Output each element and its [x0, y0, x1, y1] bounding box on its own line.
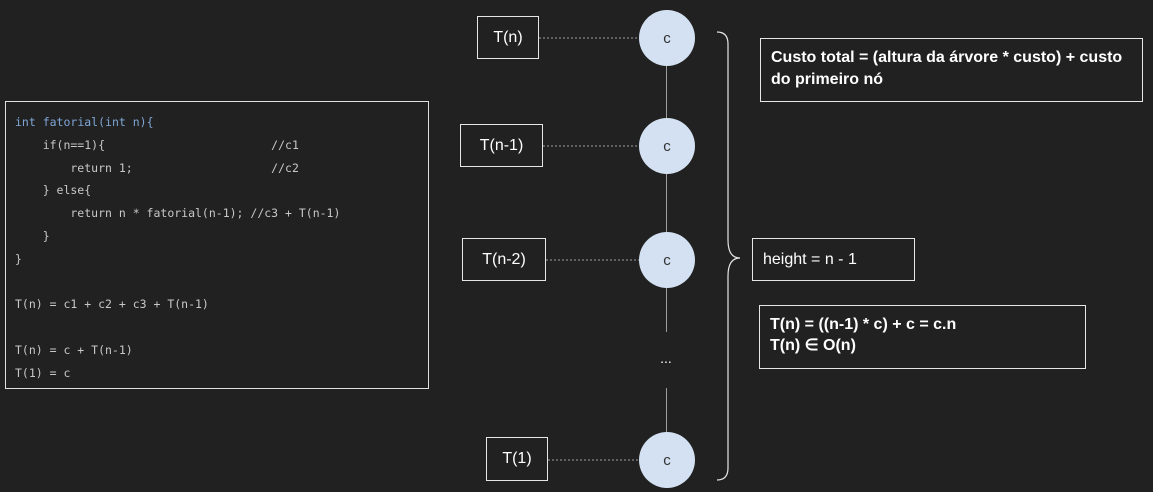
code-token: T(n) = c1 + c2 + c3 + T(n-1)	[15, 297, 209, 312]
code-line: return n * fatorial(n-1); //c3 + T(n-1)	[15, 202, 428, 225]
code-token: n){	[125, 115, 154, 129]
tree-node-1: c	[639, 10, 695, 66]
code-line: if(n==1){ //c1	[15, 134, 428, 157]
code-token: fatorial(	[35, 115, 106, 129]
code-line: }	[15, 225, 428, 248]
code-box: int fatorial(int n){ if(n==1){ //c1 retu…	[5, 101, 429, 389]
code-token: return n * fatorial(n-1); //c3 + T(n-1)	[15, 206, 341, 221]
code-token: int	[105, 115, 126, 129]
total-cost-note: Custo total = (altura da árvore * custo)…	[760, 38, 1143, 102]
code-lines: int fatorial(int n){ if(n==1){ //c1 retu…	[15, 111, 428, 385]
code-token: } else{	[15, 183, 92, 198]
code-token: }	[15, 228, 50, 243]
result-line-2: T(n) ∈ O(n)	[770, 337, 856, 354]
code-line: }	[15, 248, 428, 271]
code-token: if(n==1){ //c1	[15, 137, 299, 152]
label-tn-2: T(n-2)	[462, 238, 546, 281]
tree-edge-4	[666, 388, 667, 432]
code-token: T(n) = c + T(n-1)	[15, 342, 133, 357]
label-t1: T(1)	[486, 437, 548, 481]
label-tn: T(n)	[477, 16, 539, 59]
tree-ellipsis: ...	[660, 350, 672, 366]
code-token: }	[15, 251, 22, 266]
result-line-1: T(n) = ((n-1) * c) + c = c.n	[770, 316, 957, 333]
code-token: int	[15, 115, 36, 129]
code-token: return 1; //c2	[15, 160, 299, 175]
tree-node-3: c	[639, 232, 695, 288]
height-note: height = n - 1	[752, 238, 915, 281]
right-brace	[716, 31, 741, 481]
code-line: int fatorial(int n){	[15, 111, 428, 134]
result-note: T(n) = ((n-1) * c) + c = c.n T(n) ∈ O(n)	[759, 305, 1086, 369]
tree-node-2: c	[639, 118, 695, 174]
tree-edge-1	[666, 66, 667, 118]
code-line: T(n) = c + T(n-1)	[15, 339, 428, 362]
tree-edge-3	[666, 288, 667, 332]
tree-edge-2	[666, 174, 667, 232]
tree-node-4: c	[639, 432, 695, 488]
code-token: T(1) = c	[15, 365, 71, 380]
code-line: T(1) = c	[15, 362, 428, 385]
label-tn-1: T(n-1)	[460, 124, 543, 167]
code-line: } else{	[15, 179, 428, 202]
code-line: T(n) = c1 + c2 + c3 + T(n-1)	[15, 293, 428, 316]
code-line: return 1; //c2	[15, 157, 428, 180]
